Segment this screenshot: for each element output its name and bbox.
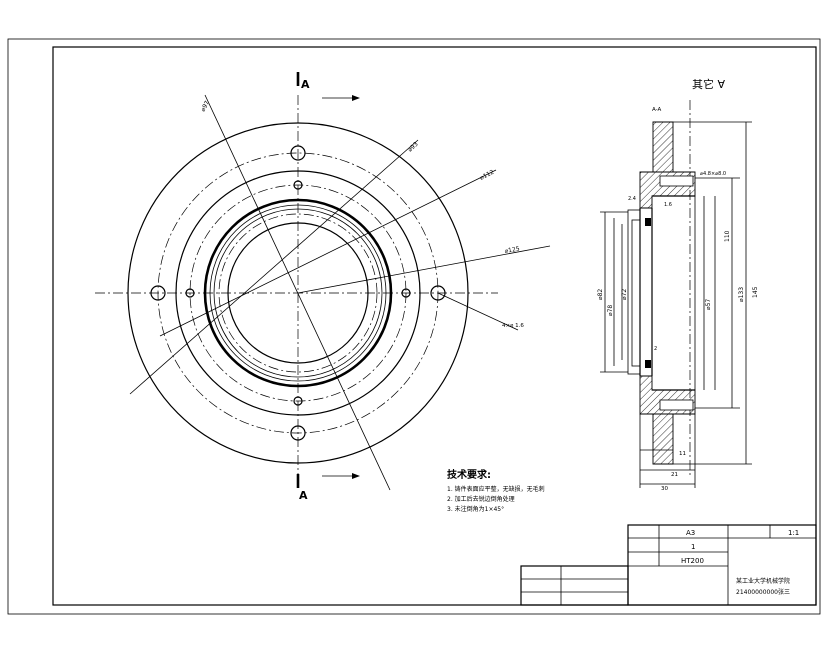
title-block-paper-size: A3: [686, 529, 695, 537]
sv-dim-small1: 2.4: [628, 196, 636, 202]
dim-d2: ⌀93: [407, 141, 420, 154]
bolt-hole: [430, 285, 446, 301]
bolt-hole: [150, 285, 166, 301]
sv-dim-bore: ⌀57: [705, 299, 712, 310]
sv-dim-left-inner2: ⌀72: [621, 289, 628, 300]
sv-dim-bottom3: 30: [661, 486, 668, 492]
sv-dim-bottom1: 11: [679, 451, 686, 457]
sv-dim-right1: 110: [724, 230, 731, 242]
section-label-bottom: A: [299, 489, 308, 502]
roughness-note: 其它 ∀: [692, 77, 725, 91]
tech-requirement-item: 1. 铸件表面应平整，无缺损，无毛刺: [447, 485, 545, 493]
inner-frame: [52, 46, 817, 606]
sv-dim-bottom2: 21: [671, 472, 678, 478]
sv-dim-small3: 2: [654, 346, 657, 352]
title-block-school: 某工业大学机械学院: [736, 577, 790, 585]
front-view: [95, 72, 551, 491]
bolt-hole: [290, 425, 306, 441]
sv-dim-right2: ⌀133: [738, 287, 745, 302]
sv-dim-left-inner1: ⌀78: [607, 305, 614, 316]
outer-border: [7, 38, 821, 615]
tech-requirement-item: 2. 加工后去锐边倒角处理: [447, 495, 515, 503]
title-block-student: 21400000000张三: [736, 588, 790, 596]
title-block-material: HT200: [681, 557, 704, 565]
outer-flange-circle: [127, 122, 469, 464]
dim-d5: 4×⌀ 1.6: [502, 323, 524, 329]
section-view: [600, 100, 752, 488]
bolt-hole: [290, 145, 306, 161]
title-block-scale: 1:1: [788, 529, 799, 537]
sv-dim-right3: 145: [752, 286, 759, 298]
tech-requirement-item: 3. 未注倒角为1×45°: [447, 505, 504, 513]
title-block: [520, 524, 817, 606]
sv-dim-left-outer: ⌀82: [597, 289, 604, 300]
tech-requirements-title: 技术要求:: [447, 468, 491, 481]
title-block-quantity: 1: [691, 543, 695, 551]
sv-dim-small2: 1.6: [664, 202, 672, 208]
bore-circle: [227, 222, 369, 364]
dim-d4: ⌀125: [504, 245, 520, 255]
section-view-label: A-A: [652, 107, 662, 113]
sv-dim-counterbore: ⌀4.8×⌀8.0: [700, 171, 726, 177]
dim-d3: ⌀112: [479, 169, 496, 182]
section-label-top: A: [301, 78, 310, 91]
dim-d1: ⌀97: [200, 100, 212, 113]
